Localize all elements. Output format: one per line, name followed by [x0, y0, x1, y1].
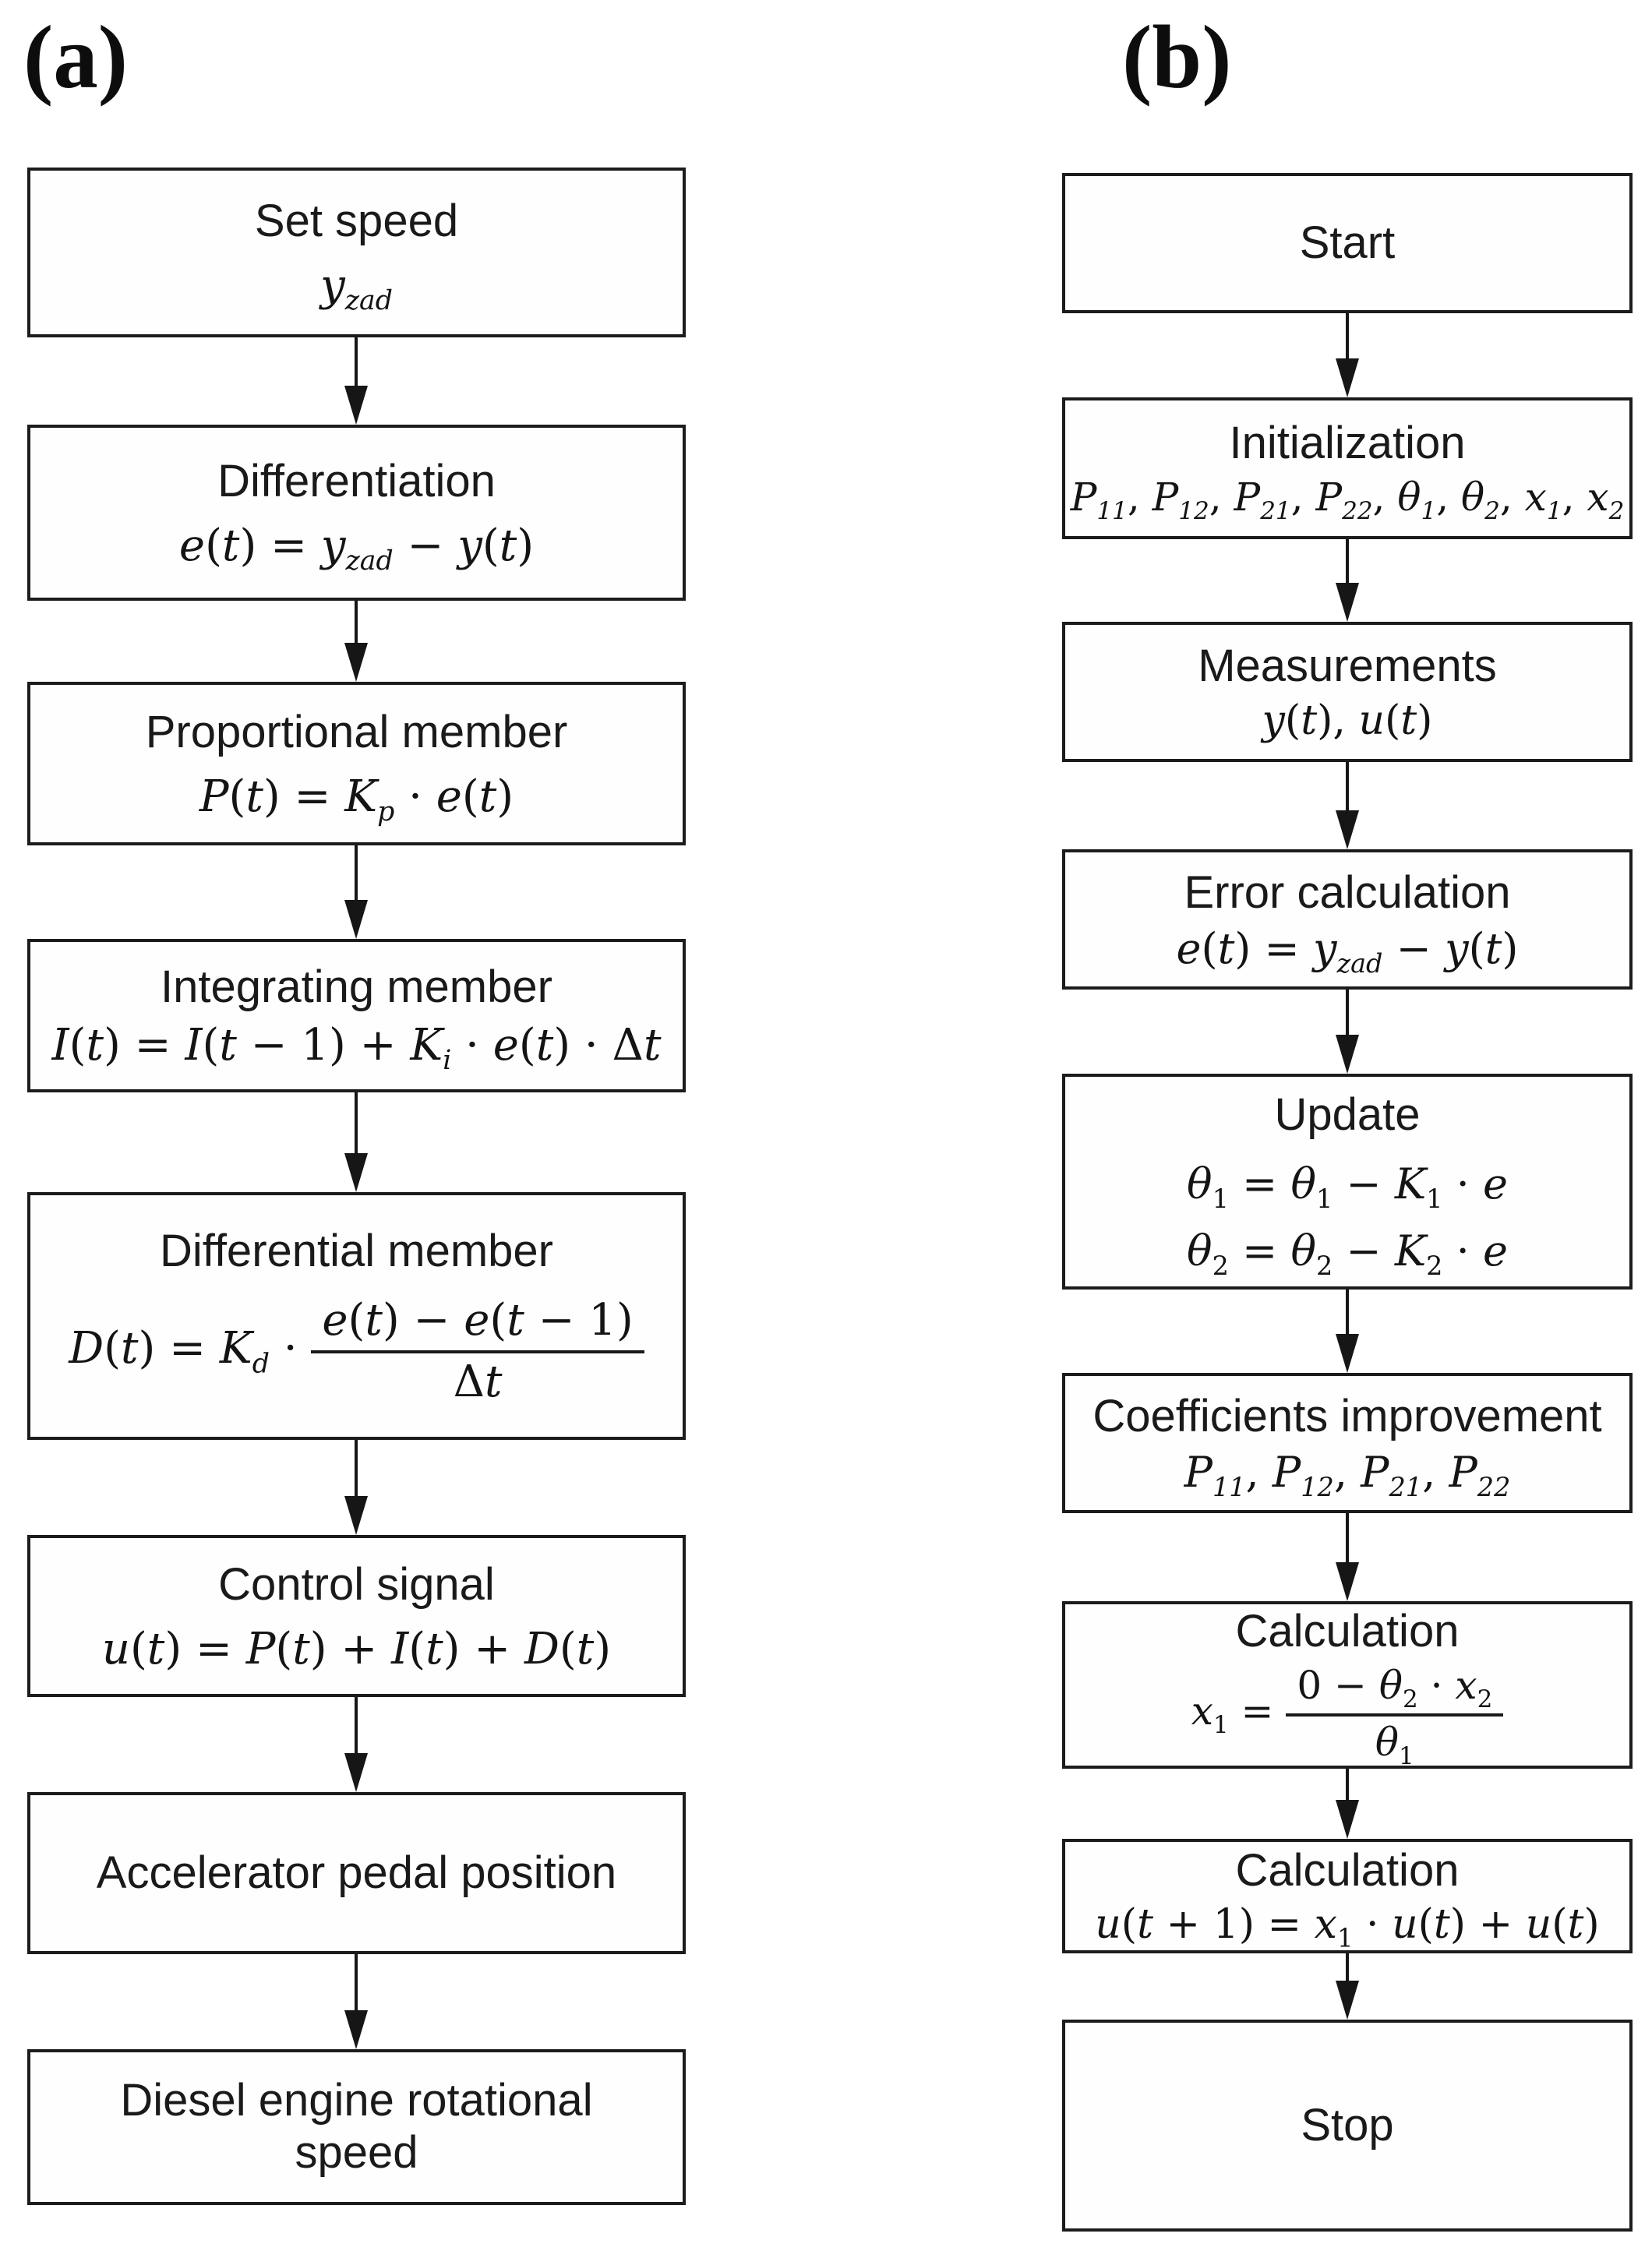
- flow-box-error-calculation: Error calculation e(t) = yzad − y(t): [1062, 849, 1633, 990]
- box-formula: I(t) = I(t − 1) + Ki · e(t) · Δt: [51, 1020, 662, 1077]
- box-formula: D(t) = Kd · e(t) − e(t − 1)Δt: [69, 1296, 644, 1406]
- arrow-down-icon: [344, 1697, 368, 1792]
- arrow-down-icon: [1336, 990, 1359, 1074]
- box-formula: e(t) = yzad − y(t): [1176, 923, 1519, 979]
- flow-box-update: Update θ1 = θ1 − K1 · e θ2 = θ2 − K2 · e: [1062, 1074, 1633, 1290]
- arrow-down-icon: [344, 845, 368, 939]
- flow-box-control-signal: Control signal u(t) = P(t) + I(t) + D(t): [27, 1535, 686, 1697]
- box-formula: θ2 = θ2 − K2 · e: [1187, 1226, 1508, 1281]
- box-formula: u(t + 1) = x1 · u(t) + u(t): [1095, 1901, 1600, 1953]
- flow-box-integrating-member: Integrating member I(t) = I(t − 1) + Ki …: [27, 939, 686, 1092]
- flow-box-stop: Stop: [1062, 2020, 1633, 2232]
- box-formula: yzad: [320, 259, 393, 316]
- box-title: Control signal: [218, 1558, 495, 1610]
- arrow-down-icon: [344, 1954, 368, 2049]
- box-title: Measurements: [1198, 640, 1497, 692]
- flow-box-start: Start: [1062, 173, 1633, 313]
- box-title: Initialization: [1229, 418, 1466, 469]
- flow-box-diesel-engine-speed: Diesel engine rotational speed: [27, 2049, 686, 2205]
- box-title: Coefficients improvement: [1093, 1390, 1602, 1441]
- box-title: Set speed: [254, 195, 459, 246]
- box-title: Diesel engine rotational speed: [120, 2075, 593, 2178]
- box-formula: θ1 = θ1 − K1 · e: [1187, 1159, 1508, 1215]
- flow-box-differentiation: Differentiation e(t) = yzad − y(t): [27, 425, 686, 601]
- box-title: Error calculation: [1184, 866, 1511, 918]
- flow-box-calculation-u: Calculation u(t + 1) = x1 · u(t) + u(t): [1062, 1839, 1633, 1953]
- flow-box-accelerator-pedal-position: Accelerator pedal position: [27, 1792, 686, 1954]
- flow-box-differential-member: Differential member D(t) = Kd · e(t) − e…: [27, 1192, 686, 1440]
- box-title: Differentiation: [217, 455, 496, 506]
- arrow-down-icon: [1336, 1290, 1359, 1373]
- arrow-down-icon: [1336, 1953, 1359, 2020]
- box-formula: P11, P12, P21, P22: [1184, 1447, 1511, 1502]
- arrow-down-icon: [1336, 762, 1359, 849]
- arrow-down-icon: [1336, 1513, 1359, 1601]
- box-title: Calculation: [1235, 1844, 1460, 1896]
- box-formula: P11, P12, P21, P22, θ1, θ2, x1, x2: [1070, 474, 1625, 525]
- flow-box-coefficients-improvement: Coefficients improvement P11, P12, P21, …: [1062, 1373, 1633, 1513]
- arrow-down-icon: [344, 601, 368, 682]
- flow-box-measurements: Measurements y(t), u(t): [1062, 622, 1633, 762]
- box-title: Stop: [1301, 2099, 1394, 2150]
- arrow-down-icon: [344, 337, 368, 425]
- arrow-down-icon: [1336, 539, 1359, 622]
- box-title: Calculation: [1235, 1606, 1460, 1657]
- box-title: Start: [1299, 217, 1396, 268]
- arrow-down-icon: [1336, 1769, 1359, 1839]
- figure-label-b: (b): [1122, 8, 1232, 107]
- flow-box-proportional-member: Proportional member P(t) = Kp · e(t): [27, 682, 686, 845]
- flow-box-set-speed: Set speed yzad: [27, 168, 686, 337]
- box-title: Accelerator pedal position: [96, 1847, 617, 1898]
- flow-box-initialization: Initialization P11, P12, P21, P22, θ1, θ…: [1062, 397, 1633, 539]
- arrow-down-icon: [344, 1440, 368, 1535]
- box-title: Differential member: [159, 1226, 553, 1277]
- box-formula: u(t) = P(t) + I(t) + D(t): [101, 1623, 612, 1674]
- box-title: Proportional member: [145, 706, 568, 757]
- box-formula: y(t), u(t): [1262, 697, 1433, 744]
- box-formula: e(t) = yzad − y(t): [178, 520, 535, 577]
- arrow-down-icon: [344, 1092, 368, 1192]
- box-formula: P(t) = Kp · e(t): [199, 771, 514, 827]
- box-title: Integrating member: [161, 961, 552, 1013]
- figure-label-a: (a): [23, 8, 129, 107]
- arrow-down-icon: [1336, 313, 1359, 397]
- box-title: Update: [1274, 1088, 1421, 1140]
